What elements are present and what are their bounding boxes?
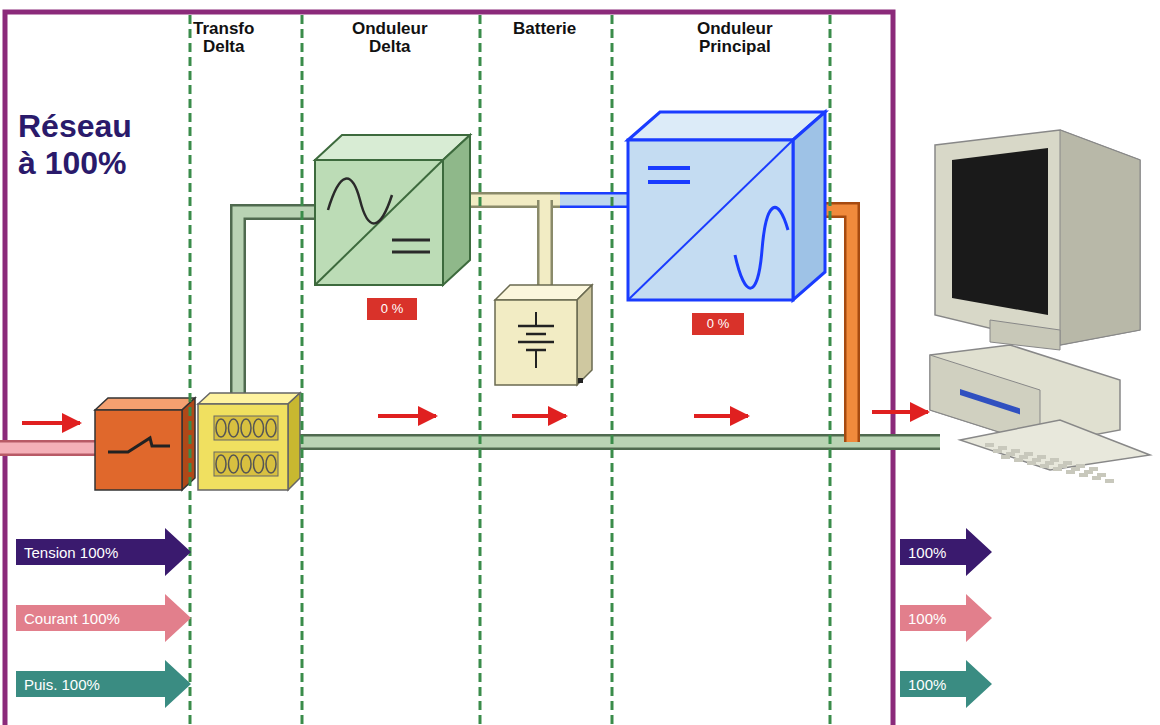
coil-winding	[216, 419, 226, 437]
quantity-arrow: Puis. 100%	[16, 660, 191, 708]
main-inverter	[628, 112, 825, 300]
delta-pipe-fill	[238, 212, 320, 400]
key	[1001, 455, 1010, 459]
quantity-arrow: Courant 100%	[16, 594, 191, 642]
coil-winding	[241, 455, 251, 473]
quantity-text: Courant 100%	[16, 611, 120, 626]
delta-inverter	[315, 135, 470, 285]
key	[1040, 464, 1049, 468]
bypass-pipe	[290, 434, 940, 450]
column-separators	[190, 15, 830, 725]
arrow-fill	[16, 528, 191, 576]
load-percent-badge: 0 %	[692, 313, 744, 335]
percent-text: 0 %	[701, 313, 735, 334]
dc-pipe-blue	[560, 192, 635, 208]
input-pipe	[0, 440, 95, 456]
column-header: Batterie	[513, 20, 576, 38]
delta-pipe	[238, 212, 320, 400]
battery	[495, 285, 592, 385]
quantity-arrow: 100%	[900, 594, 992, 642]
key	[985, 443, 994, 447]
key	[993, 449, 1002, 453]
column-header: Transfo Delta	[193, 20, 254, 56]
arrow-fill	[900, 594, 992, 642]
key	[1092, 476, 1101, 480]
coil-winding	[216, 455, 226, 473]
quantity-text: 100%	[900, 677, 946, 692]
load-percent-badge: 0 %	[367, 298, 417, 320]
coil-winding	[266, 419, 276, 437]
quantity-arrow: Tension 100%	[16, 528, 191, 576]
coil-winding	[266, 455, 276, 473]
bypass-pipe-fill	[290, 437, 940, 448]
flow-arrows	[22, 412, 928, 423]
coil-winding	[229, 419, 239, 437]
quantity-text: Tension 100%	[16, 545, 118, 560]
key	[1053, 467, 1062, 471]
quantity-text: 100%	[900, 611, 946, 626]
arrow-fill	[900, 660, 992, 708]
computer	[930, 130, 1150, 483]
key	[1105, 479, 1114, 483]
arrow-fill	[16, 594, 191, 642]
quantity-arrow: 100%	[900, 528, 992, 576]
key	[1066, 470, 1075, 474]
column-header: Onduleur Principal	[697, 20, 773, 56]
breaker	[95, 398, 195, 490]
frame	[5, 12, 893, 725]
dc-pipe-blue-fill	[560, 195, 635, 206]
network-label: Réseau à 100%	[18, 108, 150, 182]
quantity-text: Puis. 100%	[16, 677, 100, 692]
key	[1027, 461, 1036, 465]
key	[1014, 458, 1023, 462]
coil-winding	[241, 419, 251, 437]
percent-text: 0 %	[375, 298, 409, 319]
coil-winding	[254, 419, 264, 437]
quantity-text: 100%	[900, 545, 946, 560]
coil-winding	[254, 455, 264, 473]
arrow-fill	[16, 660, 191, 708]
quantity-arrow: 100%	[900, 660, 992, 708]
input-pipe-fill	[0, 443, 95, 454]
transformer	[198, 393, 300, 490]
key	[1079, 473, 1088, 477]
coil-winding	[229, 455, 239, 473]
column-header: Onduleur Delta	[352, 20, 428, 56]
arrow-fill	[900, 528, 992, 576]
